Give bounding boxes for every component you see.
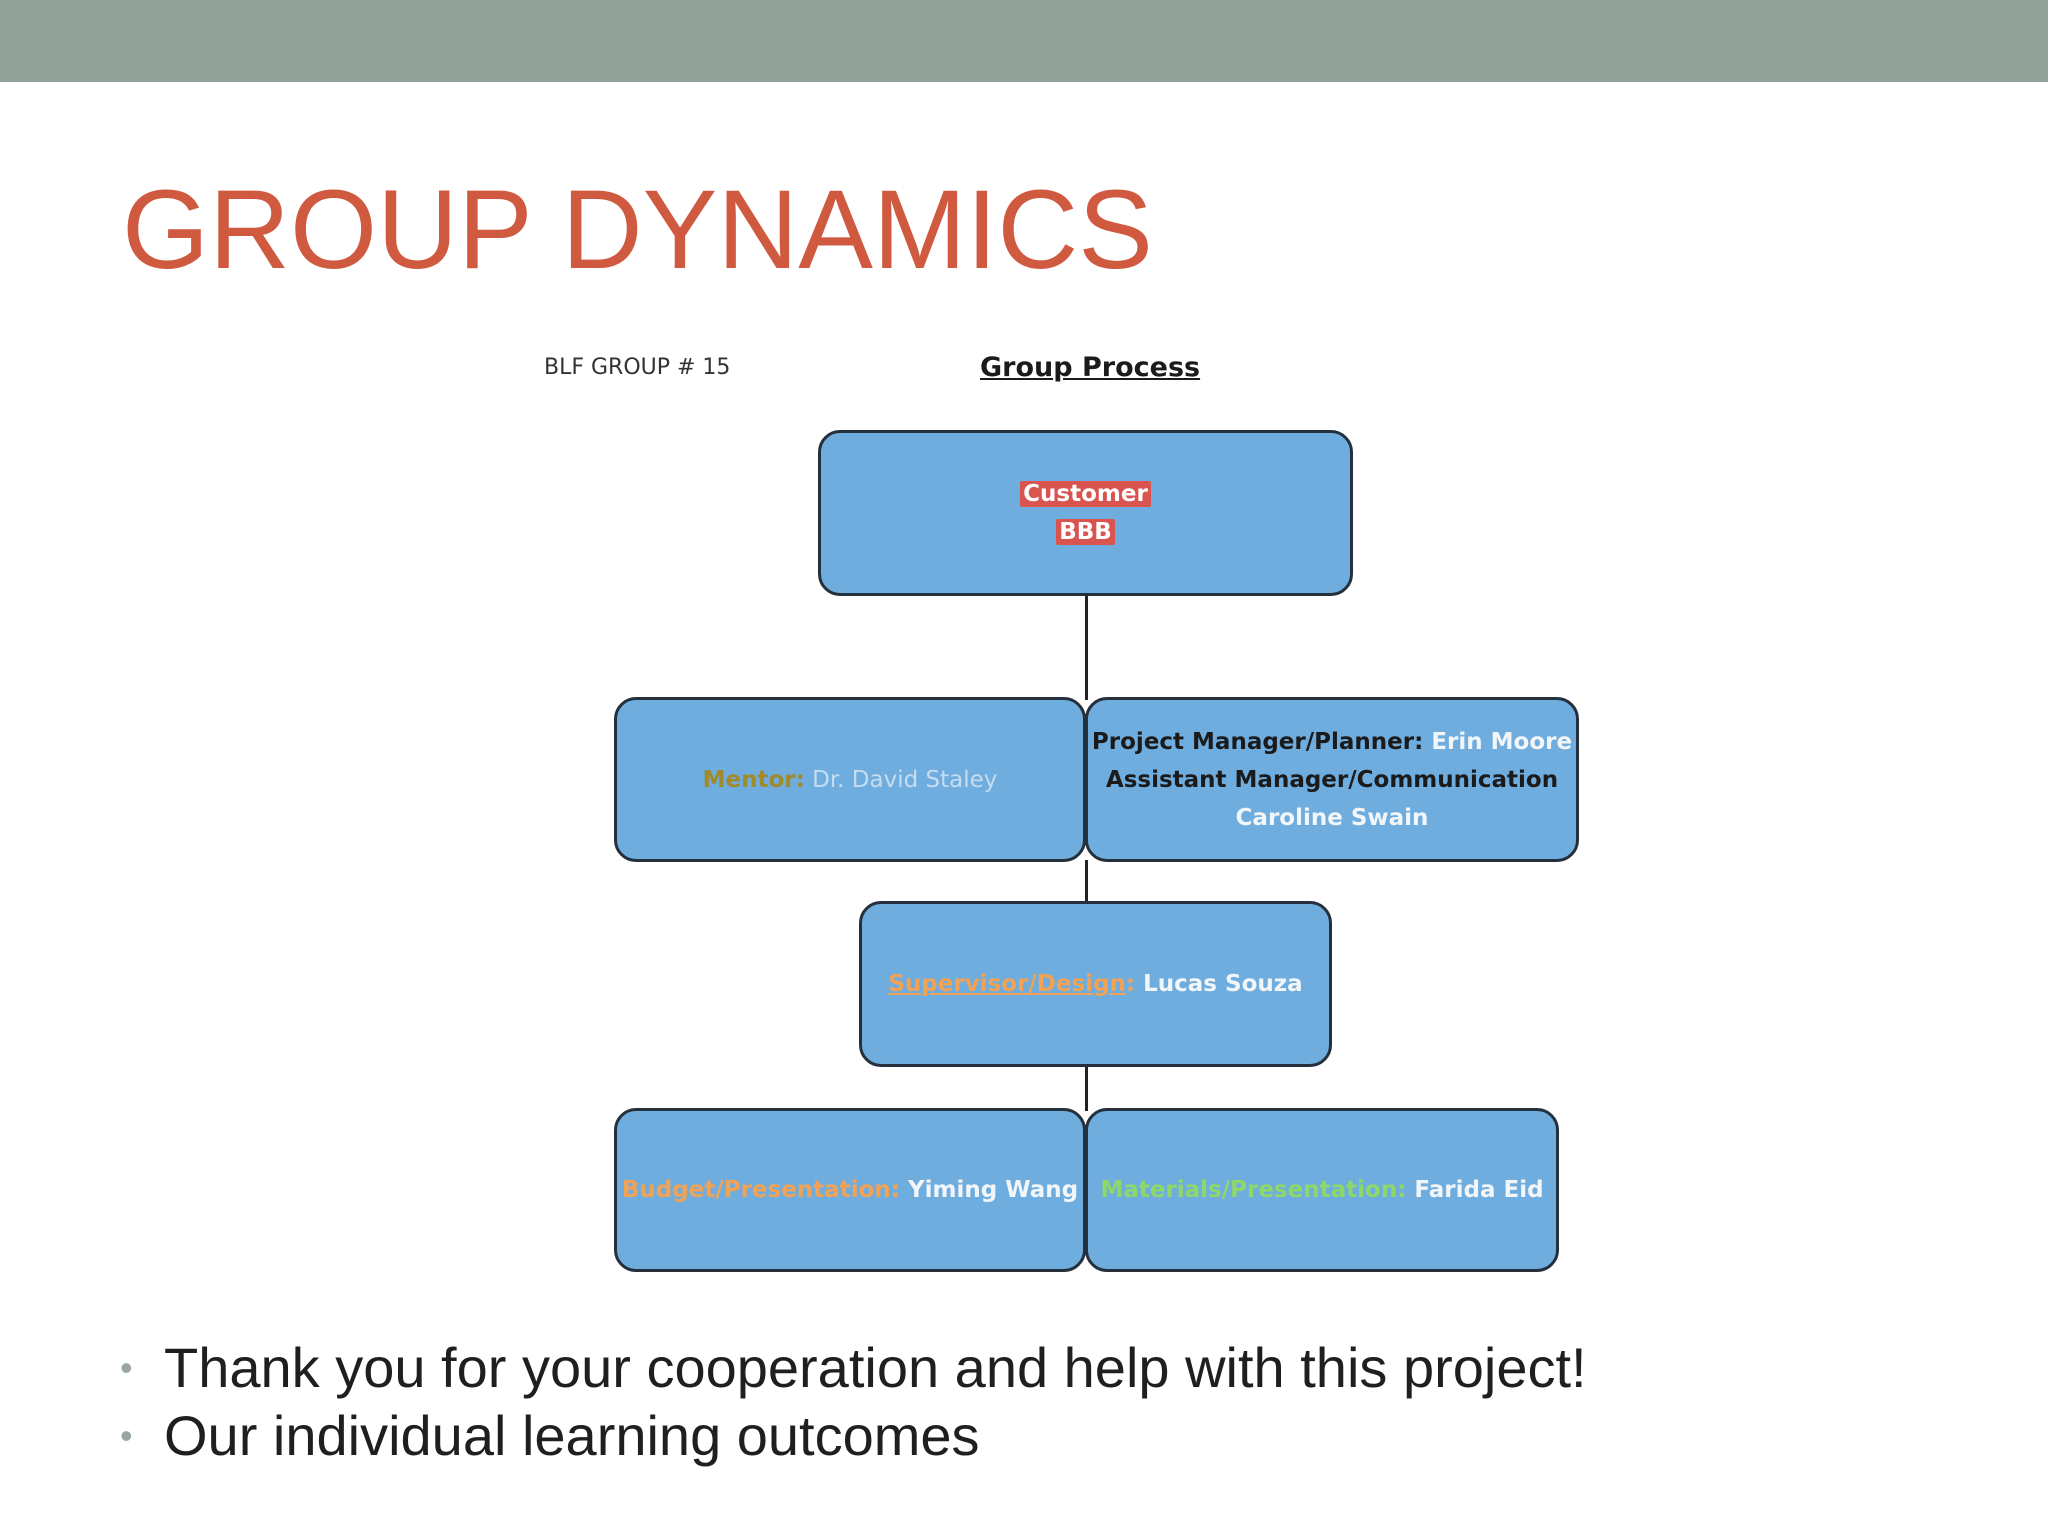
project-manager-box: Project Manager/Planner: Erin Moore Assi… xyxy=(1085,697,1579,862)
supervisor-box: Supervisor/Design: Lucas Souza xyxy=(859,901,1332,1067)
project-manager-name: Erin Moore xyxy=(1423,728,1573,755)
project-manager-role: Project Manager/Planner: xyxy=(1091,728,1424,755)
customer-name: BBB xyxy=(1056,519,1115,545)
top-accent-bar xyxy=(0,0,2048,82)
bullet-item: • Thank you for your cooperation and hel… xyxy=(120,1334,1587,1402)
customer-role: Customer xyxy=(1020,481,1151,507)
connector-row2-to-supervisor xyxy=(1085,860,1088,904)
group-label: BLF GROUP # 15 xyxy=(544,355,731,380)
connector-supervisor-to-row4 xyxy=(1085,1065,1088,1111)
bullet-dot-icon: • xyxy=(120,1415,133,1456)
diagram-heading: Group Process xyxy=(980,352,1201,383)
materials-name: Farida Eid xyxy=(1406,1177,1544,1203)
assistant-manager-name: Caroline Swain xyxy=(1235,804,1429,831)
assistant-manager-role: Assistant Manager/Communication xyxy=(1105,766,1559,793)
connector-customer-to-row2 xyxy=(1085,594,1088,700)
budget-role: Budget/Presentation: xyxy=(621,1177,900,1203)
bullet-item: • Our individual learning outcomes xyxy=(120,1402,1587,1470)
bullet-text: Our individual learning outcomes xyxy=(164,1404,980,1467)
materials-box: Materials/Presentation: Farida Eid xyxy=(1085,1108,1559,1272)
materials-role: Materials/Presentation: xyxy=(1100,1177,1407,1203)
mentor-separator: : xyxy=(795,766,805,793)
bullet-list: • Thank you for your cooperation and hel… xyxy=(120,1334,1587,1470)
supervisor-name: Lucas Souza xyxy=(1135,971,1303,997)
mentor-name: Dr. David Staley xyxy=(804,766,998,793)
supervisor-separator: : xyxy=(1125,971,1136,997)
budget-box: Budget/Presentation: Yiming Wang xyxy=(614,1108,1086,1272)
bullet-text: Thank you for your cooperation and help … xyxy=(164,1336,1587,1399)
slide-title: GROUP DYNAMICS xyxy=(122,167,1153,292)
budget-name: Yiming Wang xyxy=(899,1177,1079,1203)
supervisor-role: Supervisor/Design xyxy=(888,971,1126,997)
customer-box: Customer BBB xyxy=(818,430,1353,596)
mentor-box: Mentor: Dr. David Staley xyxy=(614,697,1086,862)
mentor-role: Mentor xyxy=(702,766,796,793)
bullet-dot-icon: • xyxy=(120,1347,133,1388)
